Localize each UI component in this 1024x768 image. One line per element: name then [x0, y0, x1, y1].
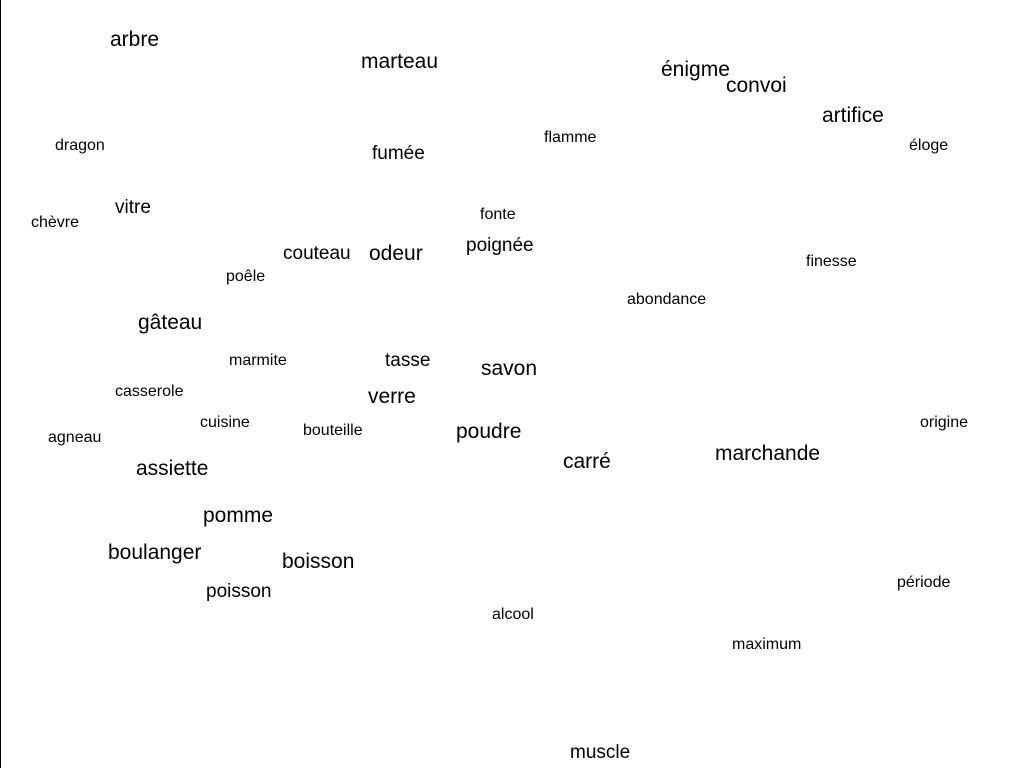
word-vitre: vitre [115, 197, 151, 218]
word-muscle: muscle [570, 742, 631, 763]
word-poisson: poisson [206, 581, 272, 602]
word-artifice: artifice [822, 104, 884, 127]
word-savon: savon [481, 357, 538, 380]
word-eloge: éloge [909, 137, 949, 154]
word-origine: origine [920, 414, 969, 431]
word-couteau: couteau [283, 243, 351, 264]
word-poignee: poignée [466, 235, 534, 256]
word-finesse: finesse [806, 253, 857, 270]
word-bouteille: bouteille [303, 422, 363, 439]
word-pomme: pomme [203, 504, 274, 527]
word-poudre: poudre [456, 420, 522, 443]
word-alcool: alcool [492, 606, 534, 623]
word-boisson: boisson [282, 550, 355, 573]
word-assiette: assiette [136, 457, 209, 480]
left-border-line [0, 0, 1, 768]
word-flamme: flamme [544, 129, 597, 146]
word-casserole: casserole [115, 383, 184, 400]
word-verre: verre [368, 385, 416, 408]
word-maximum: maximum [732, 636, 802, 653]
word-tasse: tasse [385, 350, 431, 371]
word-enigme: énigme [661, 58, 730, 81]
word-abondance: abondance [627, 291, 707, 308]
word-chevre: chèvre [31, 214, 80, 231]
word-dragon: dragon [55, 137, 105, 154]
word-poele: poêle [226, 268, 266, 285]
word-fonte: fonte [480, 206, 516, 223]
word-marchande: marchande [715, 442, 821, 465]
word-fumee: fumée [372, 143, 425, 164]
word-marteau: marteau [361, 50, 439, 73]
word-odeur: odeur [369, 242, 423, 265]
word-periode: période [897, 574, 951, 591]
word-cuisine: cuisine [200, 414, 250, 431]
word-boulanger: boulanger [108, 541, 202, 564]
word-carre: carré [563, 450, 611, 473]
word-arbre: arbre [110, 28, 160, 51]
word-gateau: gâteau [138, 311, 203, 334]
word-agneau: agneau [48, 429, 102, 446]
word-convoi: convoi [726, 74, 787, 97]
word-marmite: marmite [229, 352, 287, 369]
